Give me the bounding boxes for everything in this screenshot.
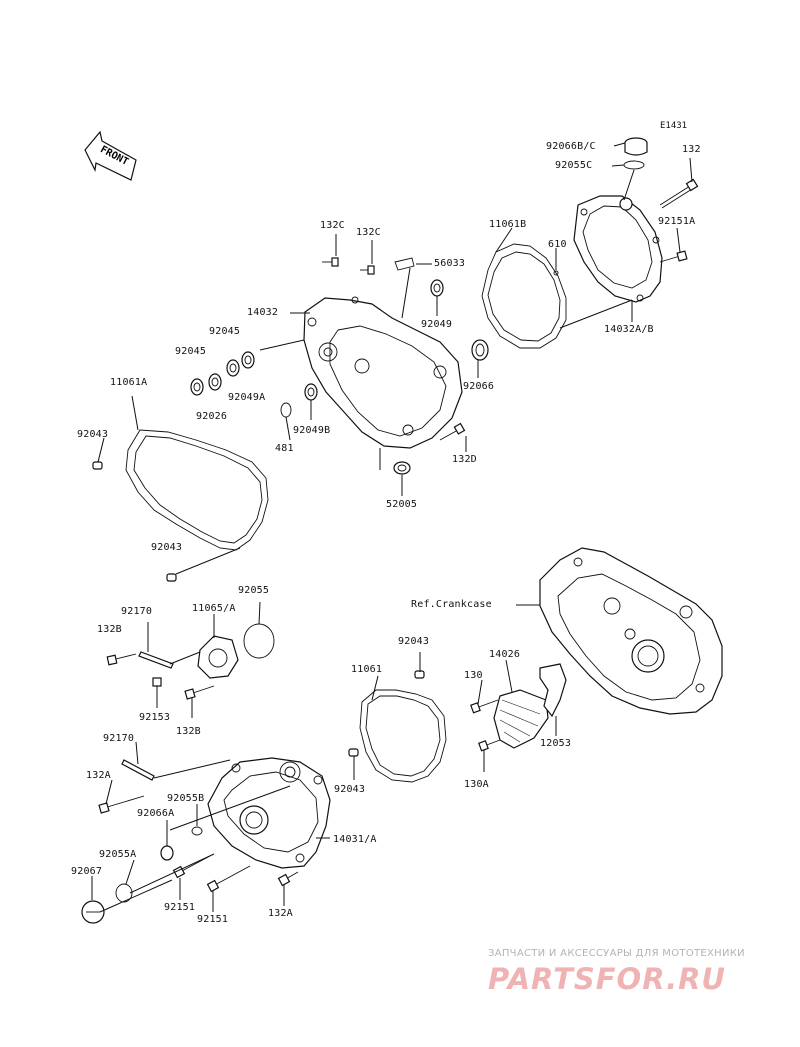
part-label: 52005 xyxy=(386,499,418,510)
watermark-tagline: ЗАПЧАСТИ И АКСЕССУАРЫ ДЛЯ МОТОТЕХНИКИ xyxy=(488,948,745,959)
part-label: Ref.Crankcase xyxy=(411,599,492,610)
gasket-11061b xyxy=(481,243,567,349)
part-label: 130A xyxy=(464,779,489,790)
clutch-cover xyxy=(573,195,663,303)
part-label: 92055B xyxy=(167,793,205,804)
seal-52005 xyxy=(393,461,411,475)
part-label: 92055 xyxy=(238,585,270,596)
part-label: 92043 xyxy=(77,429,109,440)
watermark-brand: PARTSFOR.RU xyxy=(488,962,726,996)
plug-92066a xyxy=(160,845,174,861)
bolt-92153 xyxy=(152,677,162,687)
dowel-610 xyxy=(553,270,559,276)
part-label: 132 xyxy=(682,144,701,155)
cover-11065a xyxy=(197,635,239,679)
bolt-92151-a xyxy=(172,855,211,879)
bolt-132b-a xyxy=(106,653,137,666)
part-label: 14032 xyxy=(247,307,279,318)
part-label: 92170 xyxy=(103,733,135,744)
part-label: 14031/A xyxy=(333,834,377,845)
part-label: 92067 xyxy=(71,866,103,877)
tensioner-12053 xyxy=(539,663,567,718)
part-label: 92043 xyxy=(151,542,183,553)
leader-lines xyxy=(91,142,693,913)
oring-92055b xyxy=(191,826,203,836)
part-label: 92045 xyxy=(209,326,241,337)
part-label: 92049B xyxy=(293,425,331,436)
sticker-56033 xyxy=(394,257,415,271)
part-label: 92151 xyxy=(197,914,229,925)
part-label: 12053 xyxy=(540,738,572,749)
part-label: 14026 xyxy=(489,649,521,660)
diagram-id: E1431 xyxy=(660,121,688,131)
part-label: 92049A xyxy=(228,392,266,403)
part-label: 132C xyxy=(356,227,381,238)
part-label: 92153 xyxy=(139,712,171,723)
bolt-132b-b xyxy=(184,685,215,700)
filler-cap xyxy=(623,137,648,170)
part-label: 132D xyxy=(452,454,477,465)
part-label: 92055A xyxy=(99,849,137,860)
part-label: 92066 xyxy=(463,381,495,392)
part-label: 14032A/B xyxy=(604,324,654,335)
bolt-130a xyxy=(478,739,501,752)
seal-92049 xyxy=(430,279,444,297)
part-label: 56033 xyxy=(434,258,466,269)
part-label: 11061A xyxy=(110,377,148,388)
pin-92170-b xyxy=(121,759,155,781)
part-label: 610 xyxy=(548,239,567,250)
gasket-11061 xyxy=(359,689,447,783)
part-label: 132A xyxy=(268,908,293,919)
bolt-132d xyxy=(439,422,466,441)
cap-92067 xyxy=(81,900,105,924)
crankcase xyxy=(539,547,723,715)
bolt-132a-a xyxy=(98,795,145,814)
bolt-132c-b xyxy=(360,265,375,275)
bolt-130 xyxy=(470,699,499,714)
part-label: 92066A xyxy=(137,808,175,819)
oring-92055 xyxy=(243,623,275,659)
part-label: 92151A xyxy=(658,216,696,227)
part-label: 130 xyxy=(464,670,483,681)
gasket-11061a xyxy=(125,429,269,551)
part-label: 92043 xyxy=(398,636,430,647)
oring-92055a xyxy=(115,883,133,903)
bolt-132a-b xyxy=(277,871,299,887)
part-label: 11065/A xyxy=(192,603,236,614)
part-label: 92066B/C xyxy=(546,141,596,152)
generator-cover xyxy=(207,757,331,869)
part-label: 92151 xyxy=(164,902,196,913)
part-label: 481 xyxy=(275,443,294,454)
bolt-132c-a xyxy=(322,257,339,267)
part-label: 11061B xyxy=(489,219,527,230)
part-label: 132C xyxy=(320,220,345,231)
bolt-132 xyxy=(659,178,699,209)
part-label: 92026 xyxy=(196,411,228,422)
oring-481 xyxy=(280,402,292,418)
part-label: 132B xyxy=(176,726,201,737)
part-label: 92049 xyxy=(421,319,453,330)
bolt-92151-b xyxy=(206,865,251,893)
part-label: 92045 xyxy=(175,346,207,357)
part-label: 132A xyxy=(86,770,111,781)
cover-14032 xyxy=(303,296,463,449)
part-label: 92170 xyxy=(121,606,153,617)
part-label: 11061 xyxy=(351,664,383,675)
dowel-92043-b xyxy=(166,573,177,582)
bearings-92045 xyxy=(190,351,255,396)
part-label: 92043 xyxy=(334,784,366,795)
guide-14026 xyxy=(493,689,549,749)
dowel-92043-a xyxy=(92,461,103,470)
dowel-92043-c xyxy=(414,670,425,679)
part-label: 132B xyxy=(97,624,122,635)
pin-92170-a xyxy=(138,651,174,669)
part-label: 92055C xyxy=(555,160,593,171)
seal-92049b xyxy=(304,383,318,401)
seal-92066 xyxy=(471,339,489,361)
bolt-92151a xyxy=(659,250,688,263)
dowel-92043-d xyxy=(348,748,359,757)
front-arrow-icon: FRONT xyxy=(84,130,137,181)
